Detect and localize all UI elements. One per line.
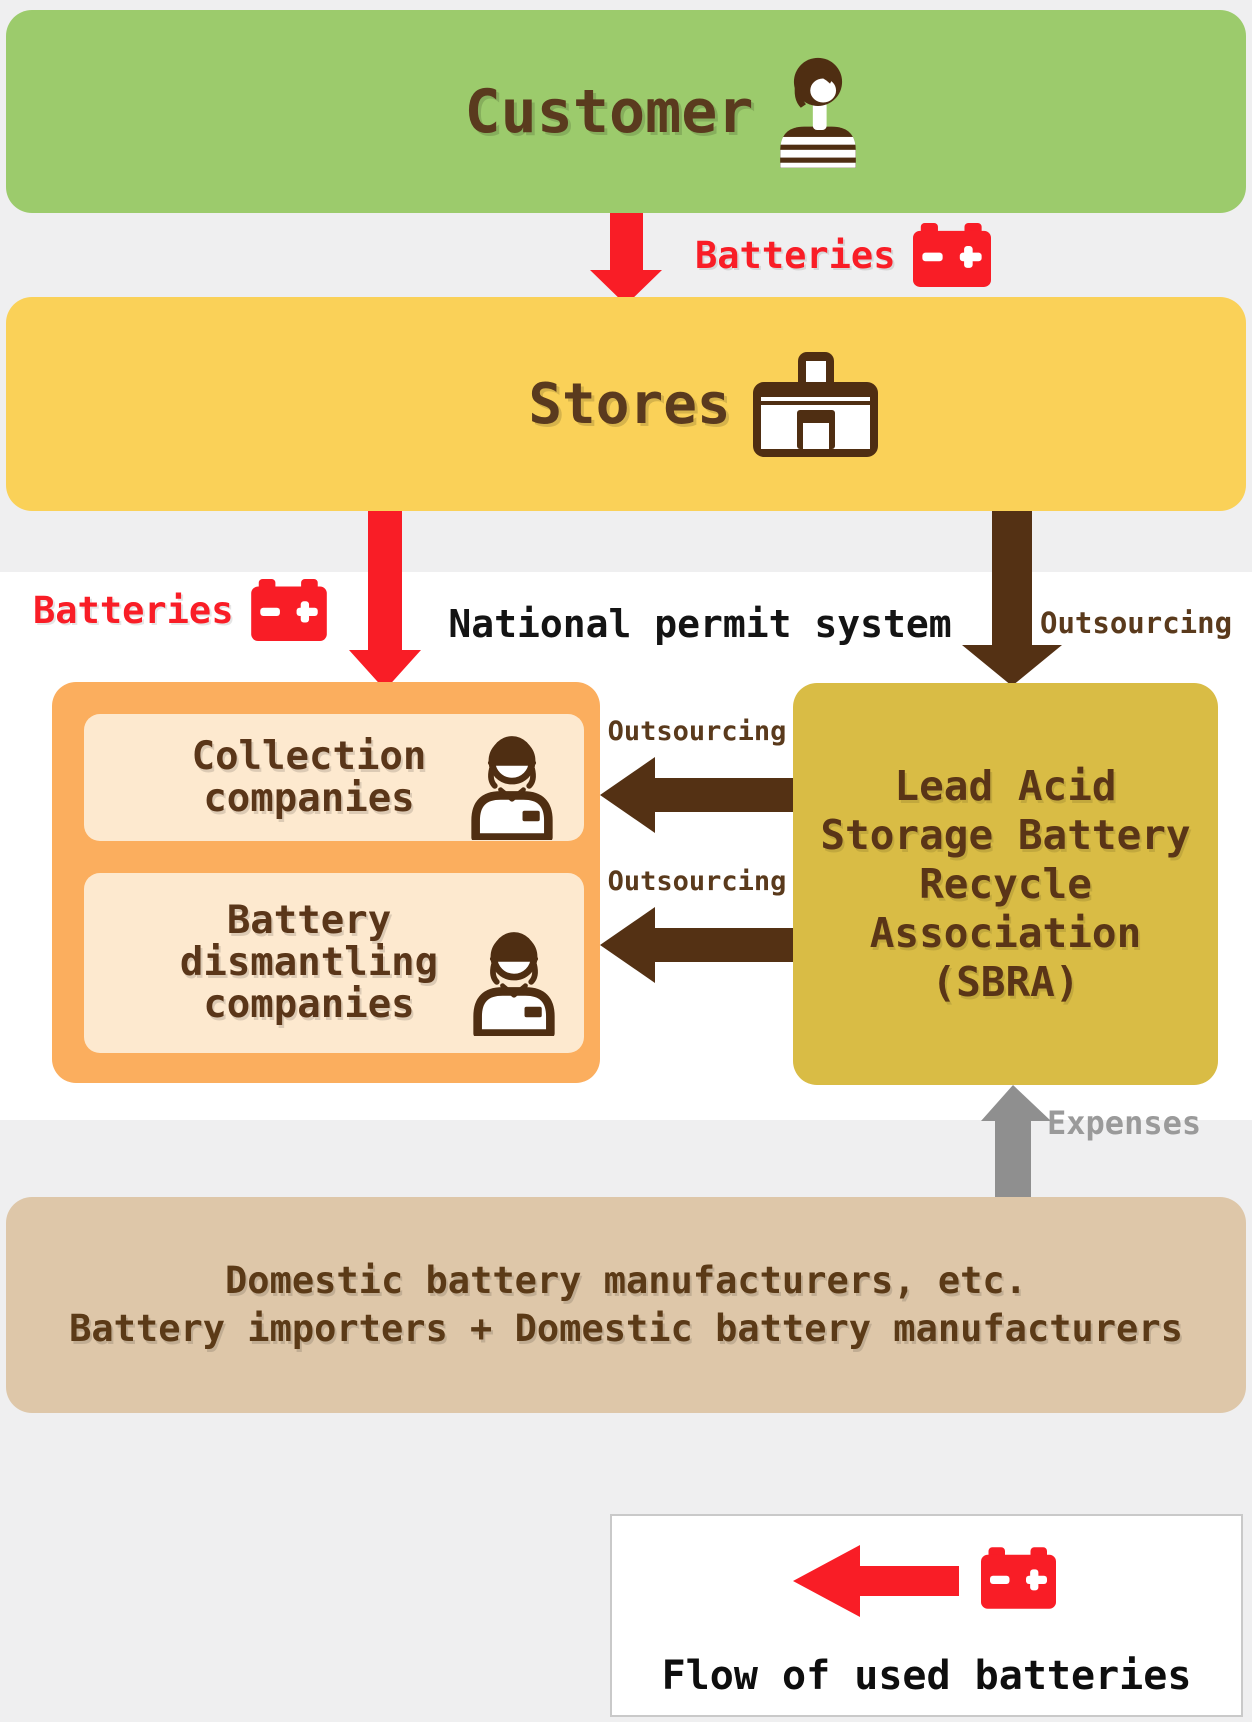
outsourcing-label-dismantling: Outsourcing	[607, 866, 787, 897]
customer-label: Customer	[464, 76, 754, 147]
manufacturers-box: Domestic battery manufacturers, etc. Bat…	[6, 1197, 1246, 1413]
worker-icon	[468, 726, 556, 840]
batteries-label-left-group: Batteries	[33, 579, 328, 641]
national-permit-label: National permit system	[448, 602, 952, 646]
sbra-box: Lead Acid Storage Battery Recycle Associ…	[793, 683, 1218, 1085]
stores-box: Stores	[6, 297, 1246, 511]
batteries-label-top-group: Batteries	[695, 223, 992, 287]
outsourcing-label-stores: Outsourcing	[1040, 606, 1233, 640]
arrow-stores-to-collection	[349, 511, 421, 690]
dismantling-companies-label: Battery dismantling companies	[179, 898, 439, 1027]
arrow-stores-to-sbra	[962, 511, 1062, 686]
arrow-sbra-to-collection	[600, 757, 793, 833]
customer-box: Customer	[6, 10, 1246, 213]
legend-label: Flow of used batteries	[661, 1653, 1192, 1699]
storefront-icon	[752, 351, 878, 457]
battery-icon	[251, 579, 328, 641]
manufacturers-label: Domestic battery manufacturers, etc.	[225, 1259, 1027, 1302]
batteries-label-left: Batteries	[33, 588, 234, 632]
legend-box: Flow of used batteries	[610, 1514, 1243, 1717]
arrow-customer-to-stores	[590, 213, 662, 305]
arrow-sbra-to-dismantling	[600, 907, 793, 983]
battery-icon	[981, 1547, 1056, 1609]
collection-companies-label: Collection companies	[191, 733, 427, 821]
outsourcing-label-collection: Outsourcing	[607, 716, 787, 747]
sbra-label: Lead Acid	[894, 761, 1117, 810]
person-icon	[775, 56, 861, 168]
expenses-label: Expenses	[1047, 1104, 1202, 1142]
arrow-manufacturers-to-sbra	[981, 1085, 1051, 1197]
battery-icon	[913, 223, 992, 287]
legend-flow-arrow	[793, 1545, 959, 1617]
batteries-label-top: Batteries	[695, 233, 896, 277]
worker-icon	[470, 922, 558, 1036]
stores-label: Stores	[528, 371, 731, 437]
